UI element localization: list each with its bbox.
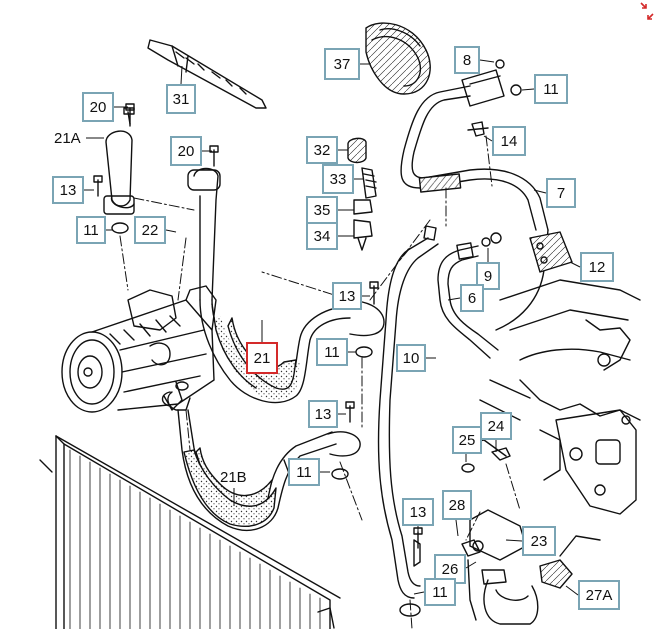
callout-28[interactable]: 28 — [442, 490, 472, 520]
part-37-gasket — [365, 22, 431, 95]
callout-13-mid2[interactable]: 13 — [308, 400, 338, 428]
label-21a: 21A — [54, 130, 81, 147]
compressor — [61, 285, 217, 413]
callout-23[interactable]: 23 — [522, 526, 556, 556]
pipe-7 — [400, 85, 549, 331]
callout-20-b[interactable]: 20 — [170, 136, 202, 166]
condenser — [39, 435, 341, 629]
callout-10[interactable]: 10 — [396, 344, 426, 372]
pipe-6 — [437, 232, 502, 359]
callout-11-top[interactable]: 11 — [534, 74, 568, 104]
manifold-block — [461, 59, 522, 137]
pipe-10 — [377, 237, 439, 617]
callout-11-mid2[interactable]: 11 — [288, 458, 320, 486]
callout-34[interactable]: 34 — [306, 222, 338, 250]
callout-37[interactable]: 37 — [324, 48, 360, 80]
callout-21[interactable]: 21 — [246, 342, 278, 374]
callout-11-low[interactable]: 11 — [424, 578, 456, 606]
small-valves — [347, 137, 437, 251]
bolts — [93, 103, 423, 549]
callout-13-low[interactable]: 13 — [402, 498, 434, 526]
callout-31[interactable]: 31 — [166, 84, 196, 114]
callout-13-left[interactable]: 13 — [52, 176, 84, 204]
hose-21b — [167, 391, 361, 531]
callout-33[interactable]: 33 — [322, 164, 354, 194]
callout-25[interactable]: 25 — [452, 426, 482, 454]
callout-35[interactable]: 35 — [306, 196, 338, 224]
engine-bracket — [479, 279, 641, 515]
callout-24[interactable]: 24 — [480, 412, 512, 440]
callout-22[interactable]: 22 — [134, 216, 166, 244]
callout-27a[interactable]: 27A — [578, 580, 620, 610]
lower-brackets — [413, 439, 601, 625]
callout-8[interactable]: 8 — [454, 46, 480, 74]
part-31-tool — [147, 39, 267, 109]
hose-21 — [187, 167, 385, 404]
callout-14[interactable]: 14 — [492, 126, 526, 156]
callout-32[interactable]: 32 — [306, 136, 338, 164]
label-21b: 21B — [220, 469, 247, 486]
part-12-switch — [529, 231, 573, 273]
callout-7[interactable]: 7 — [546, 178, 576, 208]
callout-11-mid[interactable]: 11 — [316, 338, 348, 366]
collapse-arrows-icon[interactable] — [640, 2, 654, 20]
hose-21a — [103, 107, 135, 234]
callout-6[interactable]: 6 — [460, 284, 484, 312]
callout-13-mid[interactable]: 13 — [332, 282, 362, 310]
callout-12[interactable]: 12 — [580, 252, 614, 282]
callout-11-left[interactable]: 11 — [76, 216, 106, 244]
callout-20-a[interactable]: 20 — [82, 92, 114, 122]
